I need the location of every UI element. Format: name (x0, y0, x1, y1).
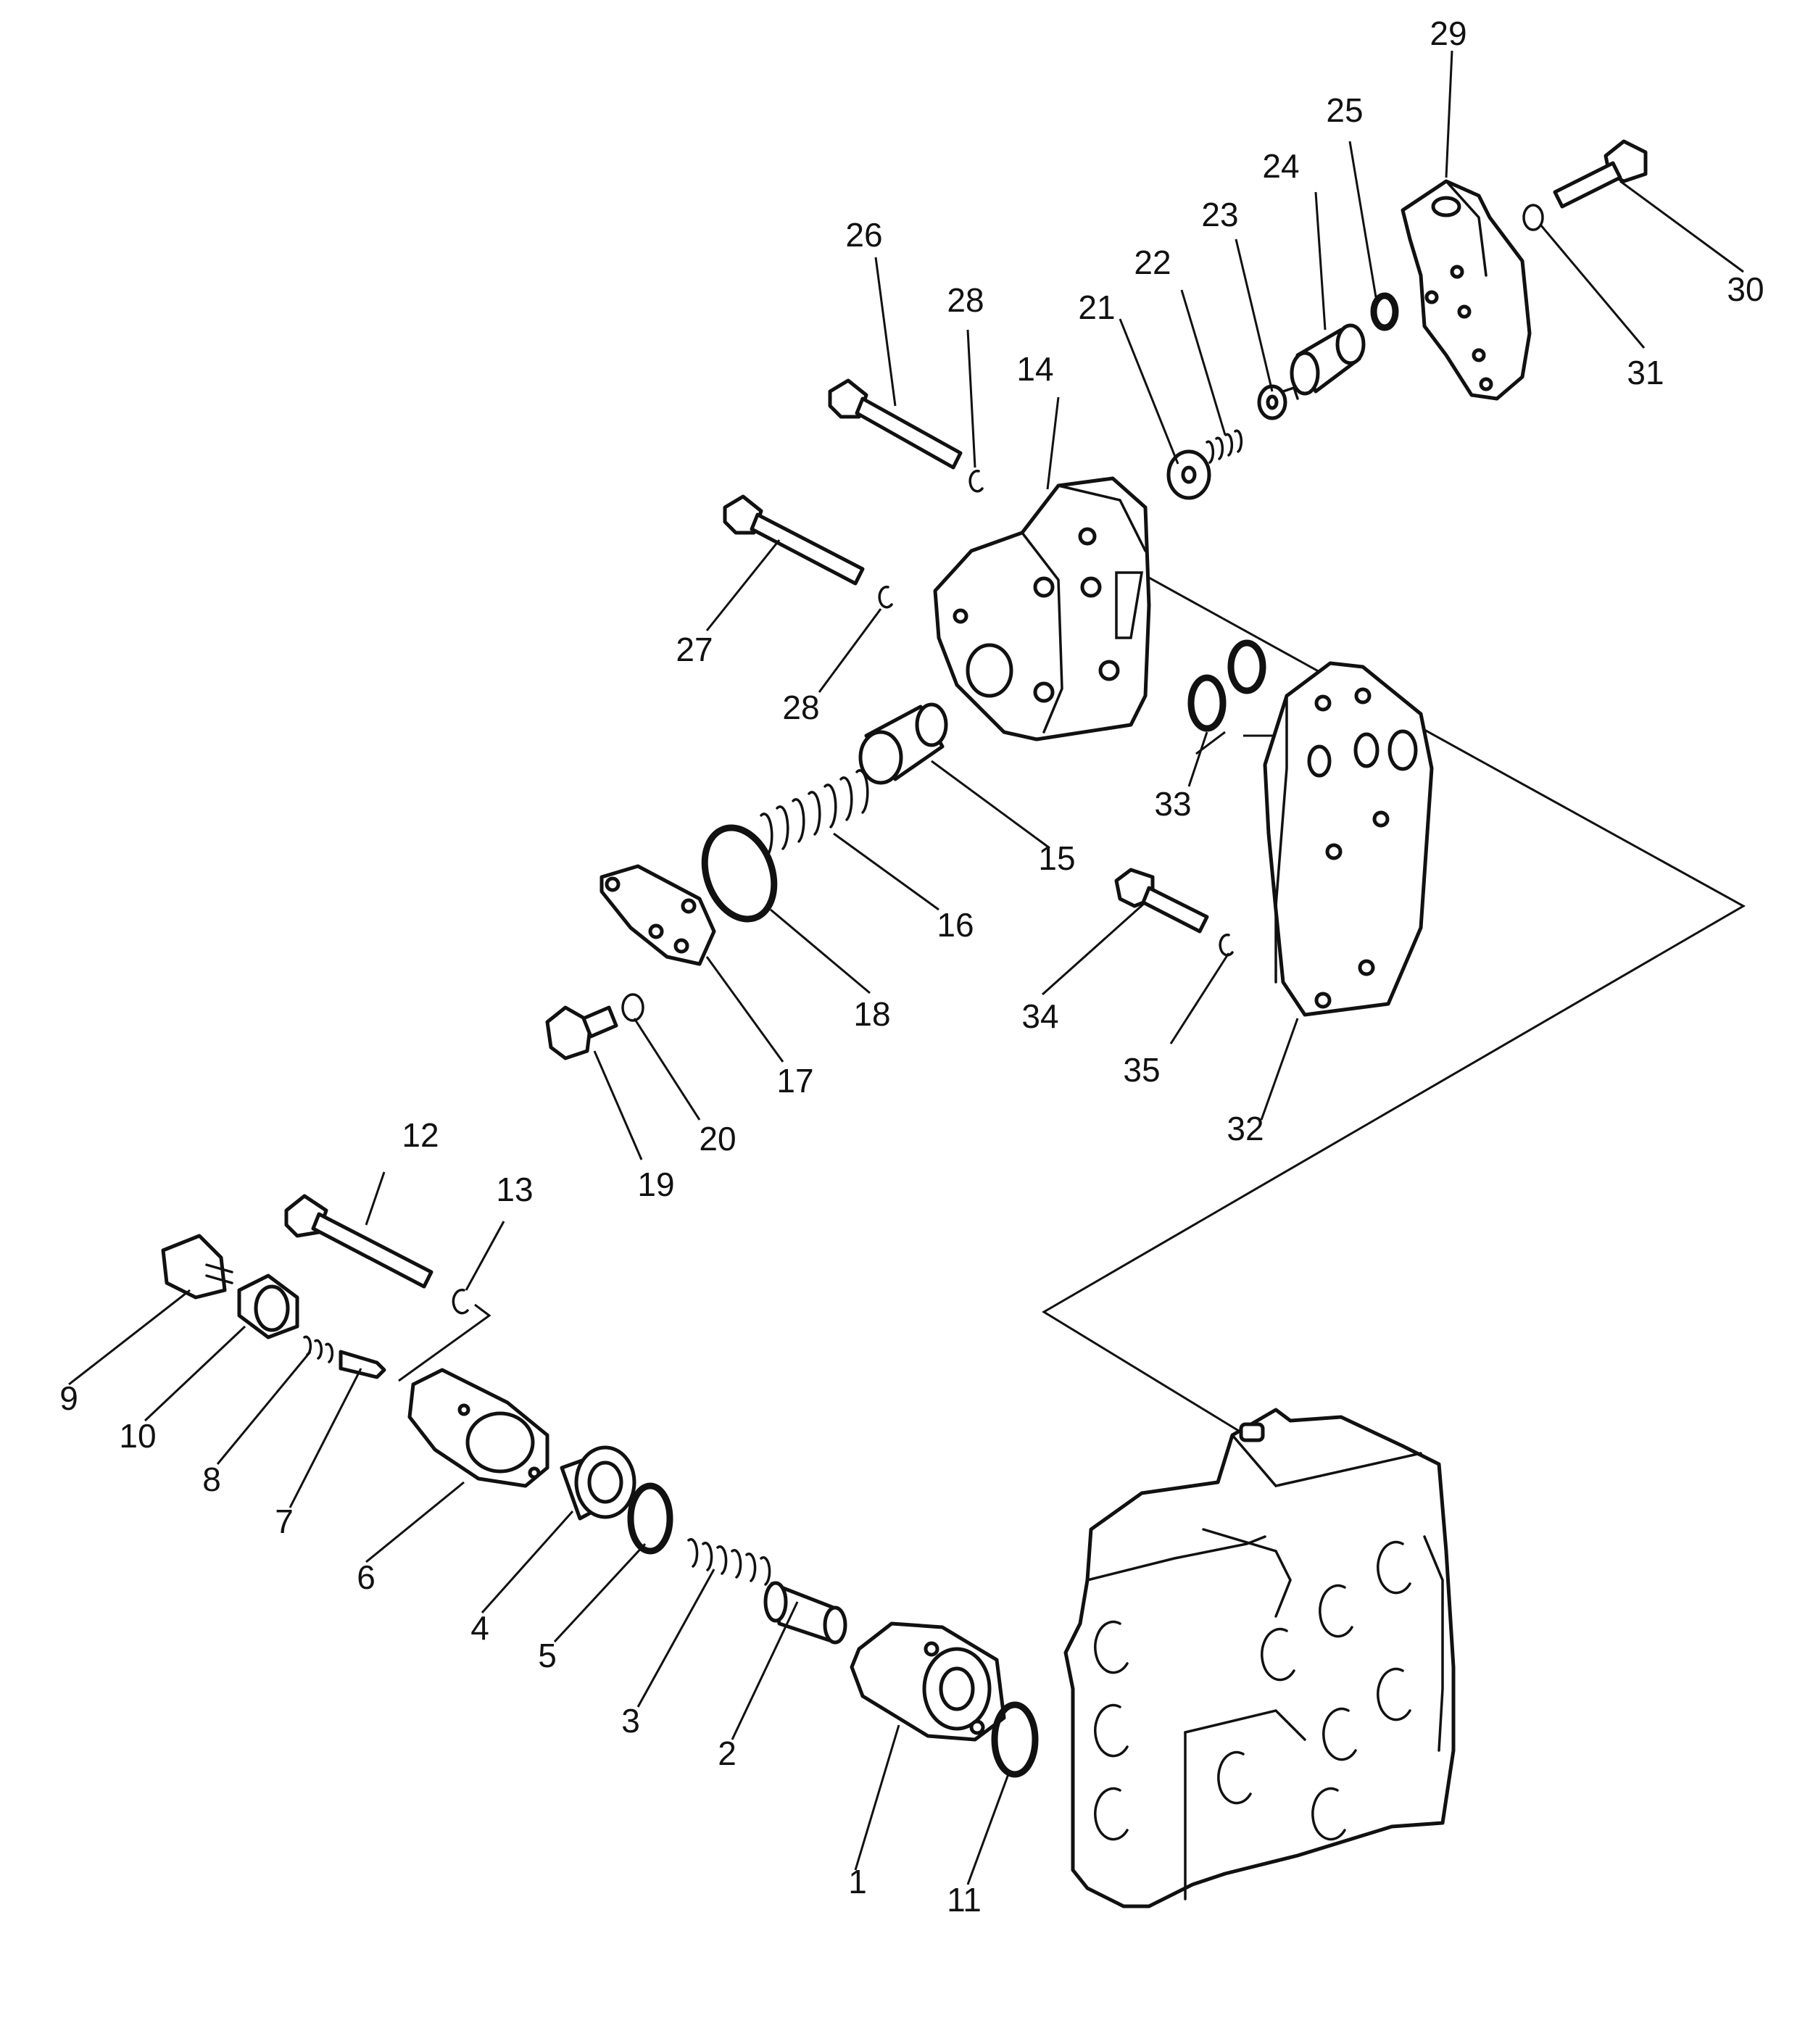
part-2-spool (763, 1581, 847, 1645)
callout-9: 9 (59, 1379, 78, 1417)
part-27-bolt (723, 494, 865, 586)
part-8-spring (303, 1335, 334, 1363)
part-28-washer-lower (878, 586, 893, 609)
callout-24: 24 (1262, 147, 1299, 185)
part-10-nut (237, 1274, 299, 1339)
callout-numbers: 1 2 3 4 5 6 7 8 9 10 11 12 13 14 15 16 1… (59, 14, 1764, 1919)
part-18-o-ring (701, 824, 778, 923)
callout-22: 22 (1134, 244, 1171, 281)
part-26-bolt (828, 378, 963, 470)
part-29-bracket (1401, 179, 1532, 401)
callout-11: 11 (947, 1881, 982, 1919)
callout-29: 29 (1430, 14, 1466, 52)
callout-6: 6 (357, 1558, 376, 1596)
callout-28-lower: 28 (782, 689, 819, 726)
callout-30: 30 (1727, 270, 1764, 308)
callout-28-upper: 28 (947, 281, 984, 319)
callout-8: 8 (202, 1461, 221, 1498)
part-7-poppet (339, 1350, 386, 1379)
part-15-sleeve (858, 702, 948, 785)
valve-body-assembly (1063, 1408, 1456, 1908)
part-17-cover-plate (600, 864, 716, 966)
callout-20: 20 (699, 1120, 736, 1158)
part-25-o-ring (1370, 292, 1399, 331)
callout-12: 12 (402, 1116, 439, 1154)
part-1-cover (850, 1621, 1006, 1742)
part-32-plate (1263, 661, 1434, 1017)
callout-18: 18 (853, 995, 890, 1033)
callout-27: 27 (676, 631, 713, 668)
callout-4: 4 (470, 1609, 489, 1647)
part-23-poppet (1257, 384, 1299, 420)
part-4-piston (560, 1445, 636, 1521)
callout-32: 32 (1227, 1110, 1264, 1147)
callout-23: 23 (1201, 196, 1238, 233)
part-3-spring (687, 1538, 771, 1586)
callout-21: 21 (1078, 288, 1115, 326)
callout-19: 19 (637, 1166, 674, 1203)
callout-2: 2 (718, 1735, 737, 1772)
part-31-washer (1522, 204, 1544, 231)
part-13-washer (452, 1288, 469, 1315)
part-21-seat (1166, 449, 1211, 500)
callout-31: 31 (1627, 354, 1664, 391)
callout-14: 14 (1016, 350, 1053, 388)
callout-10: 10 (119, 1417, 156, 1455)
part-33-o-rings (1187, 639, 1266, 732)
part-22-spring (1206, 429, 1243, 464)
callout-34: 34 (1021, 997, 1058, 1035)
callout-15: 15 (1038, 839, 1075, 877)
part-5-o-ring (627, 1482, 673, 1555)
callout-13: 13 (496, 1171, 533, 1208)
part-19-bolt (545, 1005, 618, 1060)
callout-33: 33 (1154, 785, 1191, 823)
part-12-bolt (284, 1194, 433, 1289)
part-9-plug (161, 1234, 233, 1300)
part-20-washer (621, 993, 644, 1022)
part-35-washer (1219, 934, 1234, 957)
callout-1: 1 (848, 1863, 867, 1900)
callout-35: 35 (1123, 1051, 1160, 1089)
part-11-o-ring (991, 1701, 1039, 1778)
callout-26: 26 (845, 216, 882, 254)
part-6-housing (407, 1368, 549, 1488)
callout-25: 25 (1326, 91, 1363, 129)
part-28-washer-upper (968, 470, 984, 493)
part-14-valve-head (933, 476, 1151, 741)
callout-7: 7 (275, 1503, 294, 1540)
part-30-bolt (1553, 139, 1648, 209)
callout-3: 3 (621, 1702, 640, 1740)
callout-5: 5 (538, 1637, 557, 1674)
part-16-spring (760, 769, 869, 857)
part-24-piston (1290, 323, 1366, 396)
part-34-bolt (1114, 868, 1209, 934)
leader-lines (68, 50, 1744, 1885)
callout-17: 17 (776, 1062, 813, 1100)
callout-16: 16 (937, 906, 974, 944)
